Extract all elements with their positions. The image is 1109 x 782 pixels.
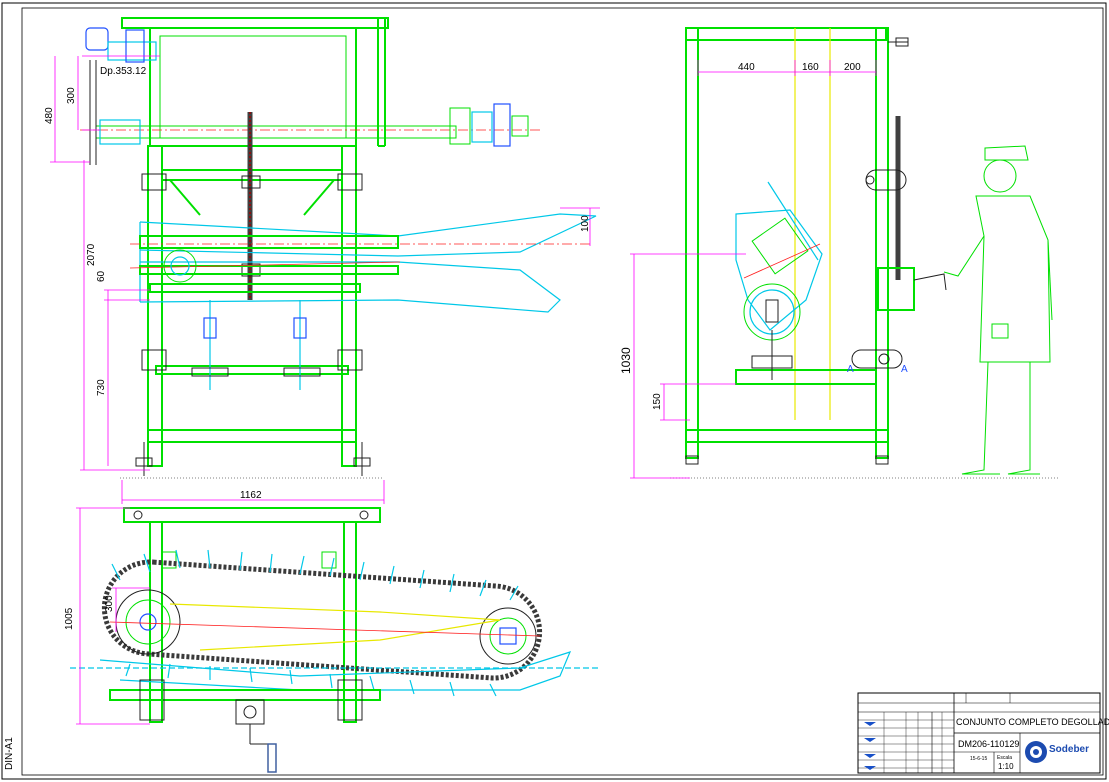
dim-1162: 1162 xyxy=(240,490,262,501)
title-block-scale: 1:10 xyxy=(998,762,1014,771)
dim-1005: 1005 xyxy=(64,607,75,630)
parts-table xyxy=(858,712,954,773)
sheet-label: DIN-A1 xyxy=(4,737,15,770)
dim-1030: 1030 xyxy=(619,347,633,374)
dim-300-top: 300 xyxy=(104,595,115,612)
title-block-drawing-number: DM206-110129 xyxy=(958,739,1019,749)
dim-150: 150 xyxy=(652,393,663,410)
title-block-scale-label: Escala xyxy=(997,755,1012,761)
dim-480: 480 xyxy=(44,107,55,124)
front-view: 480 300 2070 60 730 1162 100 Dp.353.12 xyxy=(44,17,600,504)
operator-figure xyxy=(943,145,1053,475)
dim-730: 730 xyxy=(96,379,107,396)
dim-160: 160 xyxy=(802,62,819,73)
side-view: A A 440 160 200 1030 150 xyxy=(619,27,1060,479)
title-block-date: 15-6-15 xyxy=(970,756,987,762)
dim-2070: 2070 xyxy=(86,243,97,266)
section-mark-left: A xyxy=(847,364,854,375)
dim-300-front: 300 xyxy=(66,87,77,104)
dim-60: 60 xyxy=(96,270,107,282)
section-mark-right: A xyxy=(901,364,908,375)
title-block: CONJUNTO COMPLETO DEGOLLADOR DM206-11012… xyxy=(857,692,1109,774)
inner-border xyxy=(21,7,1104,776)
dim-200: 200 xyxy=(844,62,861,73)
finish-symbols xyxy=(864,722,876,770)
dim-440: 440 xyxy=(738,62,755,73)
top-view: 1005 300 xyxy=(64,507,600,773)
part-ref-label: Dp.353.12 xyxy=(100,66,147,77)
company-logo: Sodeber xyxy=(1025,741,1089,763)
title-block-title: CONJUNTO COMPLETO DEGOLLADOR xyxy=(956,717,1109,727)
dim-100: 100 xyxy=(580,215,591,232)
company-name: Sodeber xyxy=(1049,744,1089,755)
chain-hooks xyxy=(111,549,519,697)
